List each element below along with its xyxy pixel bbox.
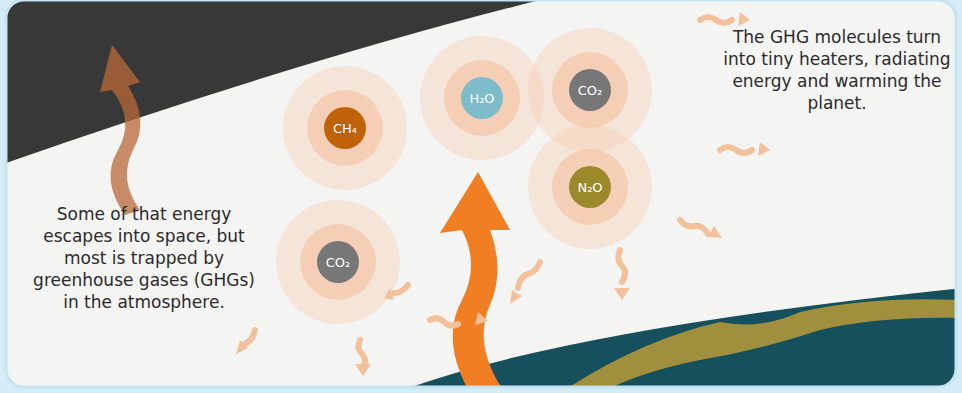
molecule-formula: N₂O <box>577 180 602 195</box>
sky-panel <box>6 0 956 387</box>
molecule-circle: H₂O <box>461 77 503 119</box>
landmass <box>560 299 956 387</box>
heat-arrows <box>245 17 752 368</box>
escaping-energy-arrow <box>100 45 140 215</box>
panel-border <box>6 0 956 387</box>
molecule-circle: CO₂ <box>569 69 611 111</box>
molecule-circle: N₂O <box>569 166 611 208</box>
molecule-formula: CO₂ <box>326 255 351 270</box>
halos <box>276 28 652 324</box>
molecule-circle: CO₂ <box>317 241 359 283</box>
rings <box>300 52 628 300</box>
caption-note: The GHG molecules turn into tiny heaters… <box>722 26 952 114</box>
molecule-formula: CH₄ <box>333 121 357 136</box>
radiation-arrow <box>440 172 510 387</box>
arrow-heads <box>236 12 770 376</box>
molecule-formula: CO₂ <box>578 83 603 98</box>
molecule-circle: CH₄ <box>324 107 366 149</box>
molecule-formula: H₂O <box>469 91 494 106</box>
caption-note: Some of that energy escapes into space, … <box>28 203 260 313</box>
